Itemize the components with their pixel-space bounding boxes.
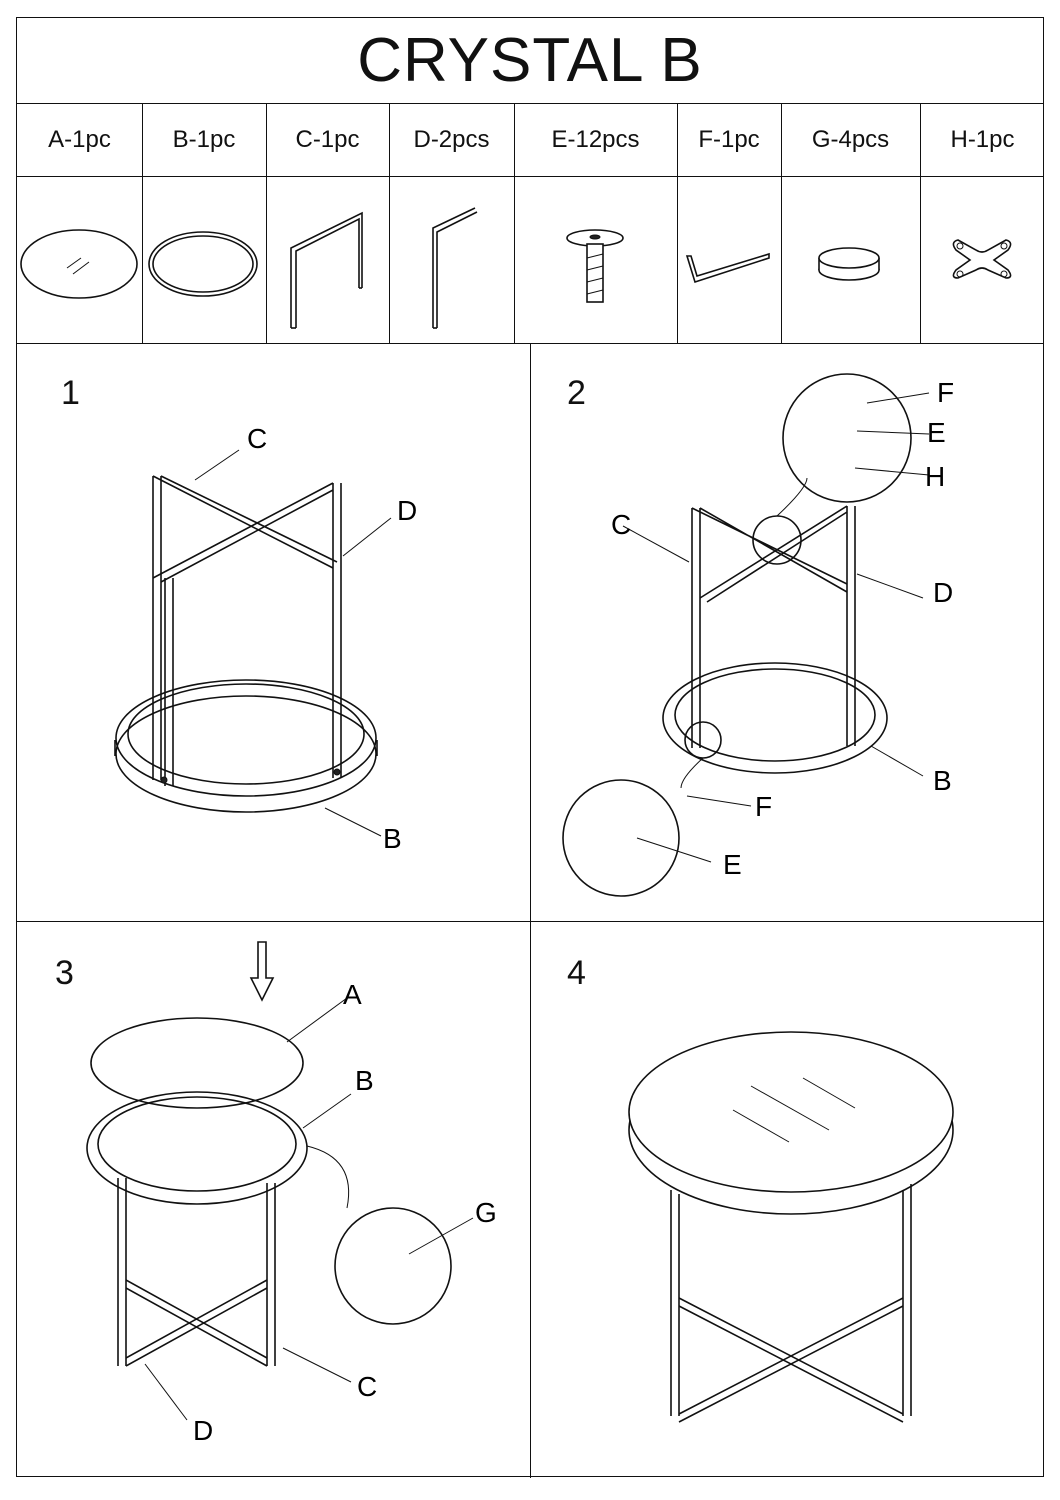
step1-frame-drawing — [114, 449, 392, 837]
divider — [514, 103, 515, 343]
callout-b: B — [383, 823, 402, 854]
round-glass-top-icon — [17, 178, 142, 344]
callout-b: B — [933, 765, 952, 796]
callout-d: D — [397, 495, 417, 526]
divider — [677, 103, 678, 343]
part-label-f: F-1pc — [698, 126, 760, 153]
step3-frame-drawing — [86, 941, 474, 1421]
divider — [142, 103, 143, 343]
callout-c: C — [247, 423, 267, 454]
callout-f: F — [755, 791, 772, 822]
step-number-2: 2 — [567, 374, 586, 412]
part-label-e: E-12pcs — [551, 126, 640, 153]
part-label-b: B-1pc — [172, 126, 236, 153]
callout-b: B — [355, 1065, 374, 1096]
step2-frame-drawing — [562, 373, 930, 897]
callout-e: E — [723, 849, 742, 880]
divider — [17, 176, 1043, 177]
step-number-1: 1 — [61, 374, 80, 412]
step-number-4: 4 — [567, 954, 586, 992]
callout-c: C — [357, 1371, 377, 1402]
callout-e: E — [927, 417, 946, 448]
down-arrow-icon — [249, 941, 275, 1002]
assembly-diagram: C D B F E H C D B F — [86, 373, 954, 1446]
round-ring-frame-icon — [142, 178, 266, 344]
divider — [266, 103, 267, 343]
allen-key-icon — [677, 178, 781, 344]
page-title: CRYSTAL B — [357, 26, 703, 95]
leg-frame-d-icon — [389, 178, 514, 344]
callout-f: F — [937, 377, 954, 408]
callout-h: H — [925, 461, 945, 492]
leg-frame-c-icon — [266, 178, 389, 344]
callout-d: D — [193, 1415, 213, 1446]
callout-c: C — [611, 509, 631, 540]
step4-table-drawing — [628, 1031, 954, 1423]
divider — [781, 103, 782, 343]
callout-a: A — [343, 979, 362, 1010]
cross-plate-icon — [920, 178, 1045, 344]
part-label-g: G-4pcs — [811, 126, 890, 153]
divider — [17, 103, 1043, 104]
part-label-h: H-1pc — [950, 126, 1015, 153]
part-label-c: C-1pc — [295, 126, 360, 153]
divider — [389, 103, 390, 343]
part-label-a: A-1pc — [48, 126, 111, 153]
callout-g: G — [475, 1197, 497, 1228]
pad-icon — [781, 178, 920, 344]
instruction-sheet: CRYSTAL B A-1pc B-1pc C-1pc D-2pcs E-12p… — [16, 17, 1045, 1478]
step-number-3: 3 — [55, 954, 74, 992]
divider — [530, 343, 531, 1478]
bolt-icon — [514, 178, 677, 344]
part-label-d: D-2pcs — [413, 126, 490, 153]
divider — [920, 103, 921, 343]
callout-d: D — [933, 577, 953, 608]
